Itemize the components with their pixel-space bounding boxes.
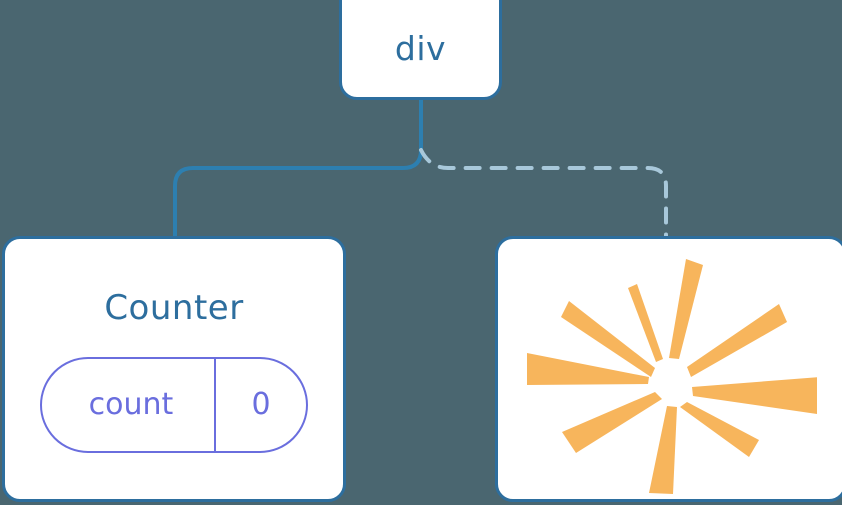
node-div-label: div bbox=[394, 29, 447, 68]
state-key: count bbox=[88, 387, 174, 422]
node-counter-label: Counter bbox=[104, 288, 244, 328]
spinner-ray bbox=[687, 304, 787, 377]
spinner-ray bbox=[628, 284, 663, 362]
spinner-ray bbox=[680, 402, 759, 457]
node-div[interactable]: div bbox=[339, 0, 502, 100]
loading-spinner-icon bbox=[527, 259, 817, 494]
edge-div-to-counter bbox=[173, 98, 423, 240]
spinner-ray bbox=[527, 352, 649, 385]
spinner-ray bbox=[562, 392, 662, 453]
node-loading[interactable] bbox=[495, 236, 842, 502]
spinner-ray bbox=[669, 259, 703, 359]
node-counter[interactable]: Counter count 0 bbox=[2, 236, 346, 502]
state-pill-count[interactable]: count 0 bbox=[40, 357, 308, 453]
state-value: 0 bbox=[214, 359, 306, 451]
edge-div-to-loading bbox=[419, 148, 668, 240]
spinner-ray bbox=[692, 377, 817, 414]
spinner-ray bbox=[561, 301, 655, 377]
spinner-ray bbox=[649, 406, 677, 494]
